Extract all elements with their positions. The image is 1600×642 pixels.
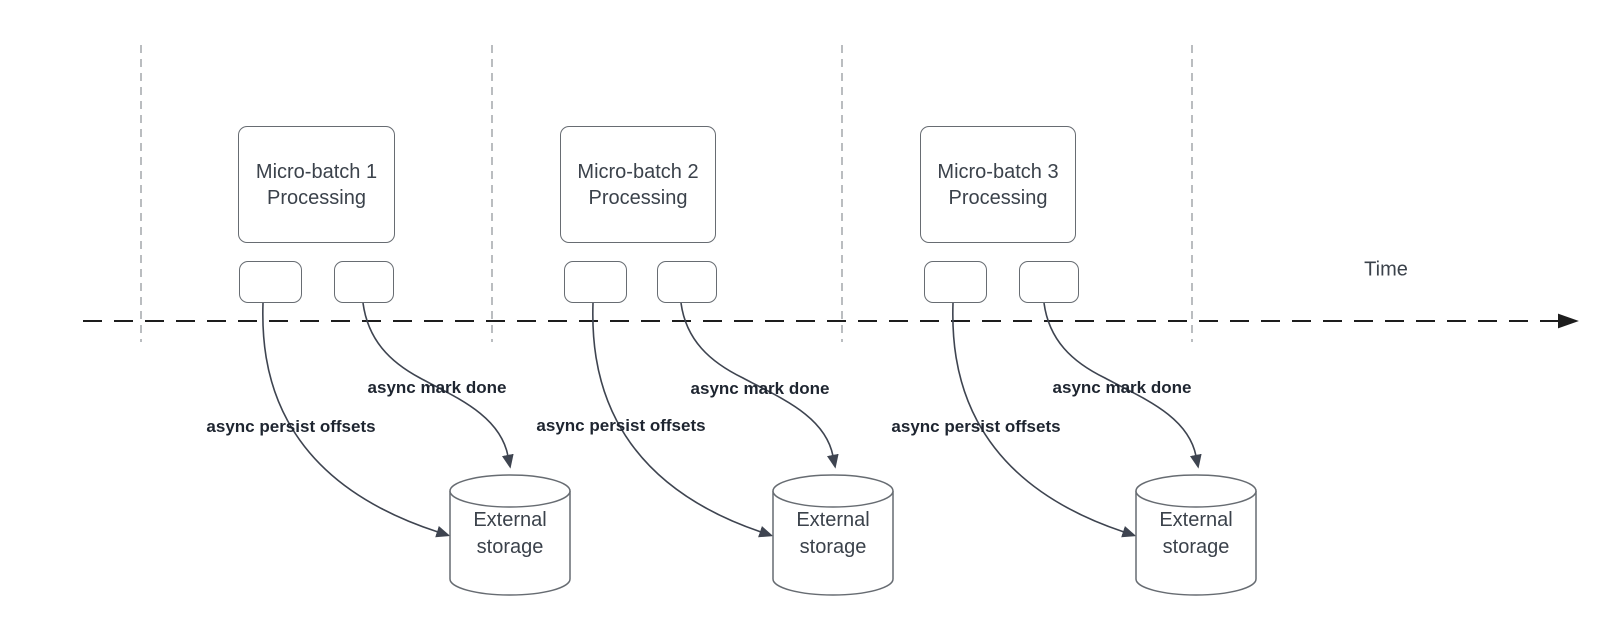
external-storage-label-line2: storage: [476, 536, 544, 558]
async-persist-offsets-arrow-3: [952, 302, 1137, 538]
async-mark-done-label-2: async mark done: [690, 379, 830, 398]
async-persist-offsets-label-2: async persist offsets: [536, 416, 706, 435]
async-persist-offsets-label-3: async persist offsets: [891, 417, 1061, 436]
persist-offsets-task-box-3: [924, 261, 987, 303]
time-axis-label: Time: [1364, 258, 1408, 281]
cylinder-top: [449, 474, 571, 508]
external-storage-label-line2: storage: [799, 536, 867, 558]
async-mark-done-label-1: async mark done: [367, 378, 507, 397]
mark-done-task-box-3: [1019, 261, 1079, 303]
async-persist-offsets-arrow-1: [262, 302, 451, 538]
cylinder-body: [772, 491, 894, 596]
external-storage-label-line2: storage: [1162, 536, 1230, 558]
micro-batch-2-processing-box: Micro-batch 2 Processing: [560, 126, 716, 243]
mark-done-task-box-1: [334, 261, 394, 303]
external-storage-label-line1: External: [1159, 509, 1233, 531]
cylinder-top: [772, 474, 894, 508]
external-storage-label-1: External storage: [450, 507, 570, 561]
micro-batch-3-title-line1: Micro-batch 3: [937, 160, 1059, 183]
micro-batch-2-title-line2: Processing: [588, 186, 688, 209]
async-persist-offsets-arrow-2: [592, 302, 774, 538]
async-mark-done-arrow-2: [680, 302, 839, 469]
external-storage-label-line1: External: [796, 509, 870, 531]
external-storage-label-line1: External: [473, 509, 547, 531]
micro-batch-1-title-line1: Micro-batch 1: [255, 160, 378, 183]
external-storage-label-3: External storage: [1136, 507, 1256, 561]
external-storage-cylinder-3: [1135, 474, 1257, 596]
external-storage-cylinder-2: [772, 474, 894, 596]
external-storage-label-2: External storage: [773, 507, 893, 561]
async-mark-done-label-3: async mark done: [1052, 378, 1192, 397]
cylinder-body: [1135, 491, 1257, 596]
mark-done-task-box-2: [657, 261, 717, 303]
micro-batch-3-title-line2: Processing: [948, 186, 1048, 209]
persist-offsets-task-box-2: [564, 261, 627, 303]
micro-batch-2-title-line1: Micro-batch 2: [577, 160, 699, 183]
micro-batch-1-processing-box: Micro-batch 1 Processing: [238, 126, 395, 243]
micro-batch-3-processing-box: Micro-batch 3 Processing: [920, 126, 1076, 243]
micro-batch-1-title-line2: Processing: [267, 186, 366, 209]
async-persist-offsets-label-1: async persist offsets: [206, 417, 376, 436]
async-mark-done-arrow-3: [1043, 302, 1202, 469]
persist-offsets-task-box-1: [239, 261, 302, 303]
cylinder-body: [449, 491, 571, 596]
external-storage-cylinder-1: [449, 474, 571, 596]
cylinder-top: [1135, 474, 1257, 508]
async-mark-done-arrow-1: [362, 302, 514, 469]
